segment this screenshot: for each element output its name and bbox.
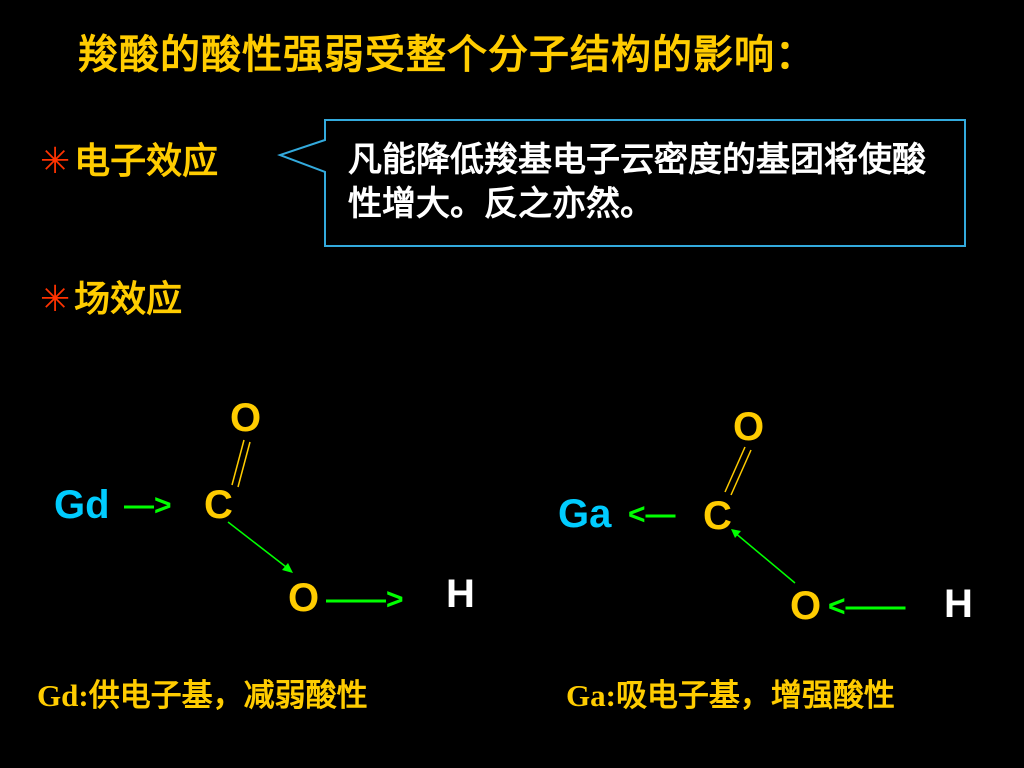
arrowhead-icon <box>731 529 741 538</box>
bullet-label: 电子效应 <box>74 141 219 182</box>
bullet-electronic-effect: ✳电子效应 <box>40 132 218 184</box>
caption-donor: Gd:供电子基，减弱酸性 <box>37 680 368 712</box>
double-bond-line <box>724 446 746 493</box>
double-bond-line <box>237 441 251 488</box>
inductive-arrow <box>227 521 291 571</box>
bond-arrow: —> <box>124 489 172 522</box>
caption-prefix: Gd: <box>37 678 89 713</box>
double-bond-line <box>730 449 752 496</box>
double-bond-line <box>231 439 245 486</box>
atom-hydroxyl-oxygen: O <box>288 576 320 620</box>
page-title: 羧酸的酸性强弱受整个分子结构的影响： <box>78 32 816 78</box>
inductive-arrow <box>733 531 796 584</box>
group-gd: Gd <box>54 483 110 527</box>
bond-arrow: <— <box>628 498 676 531</box>
bullet-star-icon: ✳ <box>40 279 71 320</box>
atom-carbon: C <box>204 483 233 527</box>
atom-hydroxyl-oxygen: O <box>790 584 822 628</box>
caption-prefix: Ga: <box>566 678 616 713</box>
bullet-star-icon: ✳ <box>40 141 71 182</box>
caption-text: 供电子基，减弱酸性 <box>88 678 368 714</box>
callout-text: 凡能降低羧基电子云密度的基团将使酸性增大。反之亦然。 <box>348 140 926 224</box>
atom-hydrogen: H <box>944 582 973 626</box>
bullet-field-effect: ✳场效应 <box>40 270 182 322</box>
caption-text: 吸电子基，增强酸性 <box>615 678 895 714</box>
atom-carbonyl-oxygen: O <box>733 405 765 449</box>
oh-bond-arrow: ——> <box>326 583 404 616</box>
oh-bond-arrow: <—— <box>828 590 906 623</box>
atom-carbon: C <box>703 494 732 538</box>
bullet-label: 场效应 <box>74 279 183 320</box>
arrowhead-icon <box>282 563 293 573</box>
atom-hydrogen: H <box>446 572 475 616</box>
atom-carbonyl-oxygen: O <box>230 396 262 440</box>
callout-box <box>277 119 966 247</box>
caption-acceptor: Ga:吸电子基，增强酸性 <box>566 680 895 712</box>
group-ga: Ga <box>558 492 612 536</box>
